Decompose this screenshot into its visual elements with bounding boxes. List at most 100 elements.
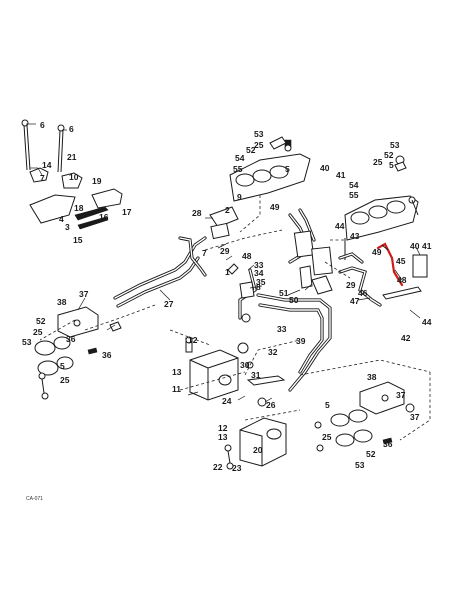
upper-valve-assembly xyxy=(209,136,311,240)
callout-42: 42 xyxy=(401,333,411,343)
group-boundaries xyxy=(39,195,431,441)
callout-25b: 25 xyxy=(33,327,43,337)
leader-lines xyxy=(77,217,421,403)
callout-25e: 25 xyxy=(322,432,332,442)
callout-28: 28 xyxy=(192,208,202,218)
callout-41b: 41 xyxy=(422,241,432,251)
callout-54b: 54 xyxy=(349,180,359,190)
callout-37a: 37 xyxy=(79,289,89,299)
callout-14: 14 xyxy=(42,160,52,170)
callout-39: 39 xyxy=(296,336,306,346)
callout-50: 50 xyxy=(289,295,299,305)
callout-20: 20 xyxy=(253,445,263,455)
callout-37c: 37 xyxy=(410,412,420,422)
callout-25c: 25 xyxy=(60,375,70,385)
callout-53c: 53 xyxy=(390,140,400,150)
callout-48b: 48 xyxy=(397,275,407,285)
callout-35a: 35 xyxy=(256,277,266,287)
callout-23: 23 xyxy=(232,463,242,473)
callout-52c: 52 xyxy=(384,150,394,160)
highlighted-hose xyxy=(376,242,404,287)
callout-40a: 40 xyxy=(320,163,330,173)
callout-4: 4 xyxy=(59,214,64,224)
control-valve-body xyxy=(185,336,286,407)
callout-48a: 48 xyxy=(242,251,252,261)
callout-47: 47 xyxy=(350,296,360,306)
callout-32: 32 xyxy=(268,347,278,357)
callout-37b: 37 xyxy=(396,390,406,400)
manifold-blocks xyxy=(227,230,428,323)
callout-36c: 36 xyxy=(383,439,393,449)
callout-40b: 40 xyxy=(410,241,420,251)
callout-6b: 6 xyxy=(69,124,74,134)
callout-25a: 25 xyxy=(254,140,264,150)
callout-29b: 29 xyxy=(346,280,356,290)
callout-24: 24 xyxy=(222,396,232,406)
callout-44b: 44 xyxy=(422,317,432,327)
callout-10: 10 xyxy=(69,172,79,182)
callout-5b: 5 xyxy=(60,361,65,371)
callout-41a: 41 xyxy=(336,170,346,180)
callout-25d: 25 xyxy=(373,157,383,167)
callout-26: 26 xyxy=(266,400,276,410)
callout-2a: 2 xyxy=(225,205,230,215)
callout-19: 19 xyxy=(92,176,102,186)
callout-6a: 6 xyxy=(40,120,45,130)
callout-5d: 5 xyxy=(325,400,330,410)
callout-45: 45 xyxy=(396,256,406,266)
callout-46: 46 xyxy=(358,288,368,298)
callout-13b: 13 xyxy=(218,432,228,442)
lower-valve-body xyxy=(224,417,287,470)
callout-5c: 5 xyxy=(389,160,394,170)
callout-36a: 36 xyxy=(66,334,76,344)
callout-53d: 53 xyxy=(355,460,365,470)
callout-49b: 49 xyxy=(372,247,382,257)
hose-lines xyxy=(113,208,382,392)
callout-21: 21 xyxy=(67,152,77,162)
callout-9: 9 xyxy=(237,192,242,202)
callout-34a: 34 xyxy=(254,268,264,278)
callout-labels: 6 6 14 7 21 10 19 18 16 17 4 3 15 53 25 … xyxy=(22,120,432,473)
callout-52a: 52 xyxy=(246,145,256,155)
lower-right-valve-block xyxy=(314,381,415,452)
callout-44a: 44 xyxy=(335,221,345,231)
callout-12b: 12 xyxy=(218,423,228,433)
callout-27: 27 xyxy=(164,299,174,309)
callout-33a: 33 xyxy=(254,260,264,270)
callout-53a: 53 xyxy=(254,129,264,139)
callout-33b: 33 xyxy=(277,324,287,334)
callout-22: 22 xyxy=(213,462,223,472)
right-valve-assembly xyxy=(344,155,419,260)
callout-52d: 52 xyxy=(366,449,376,459)
callout-38a: 38 xyxy=(57,297,67,307)
left-valve-block xyxy=(34,306,122,400)
callout-29a: 29 xyxy=(220,246,230,256)
callout-15: 15 xyxy=(73,235,83,245)
callout-49a: 49 xyxy=(270,202,280,212)
callout-55b: 55 xyxy=(349,190,359,200)
callout-38b: 38 xyxy=(367,372,377,382)
diagram-code: CA-071 xyxy=(26,496,43,502)
callout-31: 31 xyxy=(251,370,261,380)
callout-54a: 54 xyxy=(235,153,245,163)
callout-53b: 53 xyxy=(22,337,32,347)
callout-55a: 55 xyxy=(233,164,243,174)
callout-43: 43 xyxy=(350,231,360,241)
callout-7a: 7 xyxy=(40,173,45,183)
callout-1: 1 xyxy=(225,267,230,277)
callout-8: 8 xyxy=(256,282,261,292)
callout-18: 18 xyxy=(74,203,84,213)
callout-7b: 7 xyxy=(202,248,207,258)
callout-36b: 36 xyxy=(102,350,112,360)
callout-52b: 52 xyxy=(36,316,46,326)
callout-13a: 13 xyxy=(172,367,182,377)
callout-17: 17 xyxy=(122,207,132,217)
callout-51: 51 xyxy=(279,288,289,298)
callout-16: 16 xyxy=(99,212,109,222)
callout-3: 3 xyxy=(65,222,70,232)
callout-12a: 12 xyxy=(188,335,198,345)
callout-11: 11 xyxy=(172,384,181,394)
control-rod-assembly xyxy=(21,119,123,230)
callout-30: 30 xyxy=(240,360,250,370)
